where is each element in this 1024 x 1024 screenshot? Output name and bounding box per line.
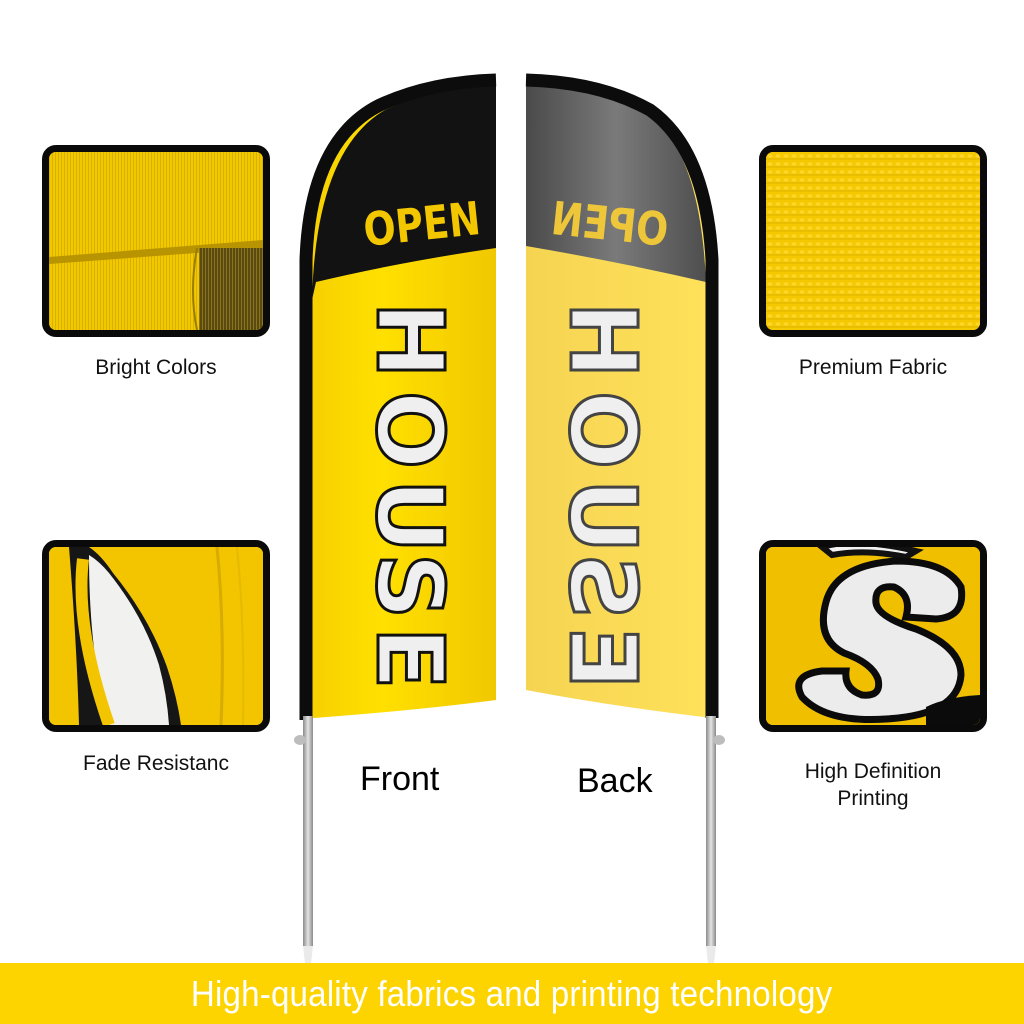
feature-tile-premium-fabric xyxy=(759,145,987,337)
folded-fabric-image xyxy=(49,152,263,330)
feature-label-bright-colors: Bright Colors xyxy=(95,356,217,379)
back-house-letter-e: E xyxy=(549,627,656,690)
front-house-letter-o: O xyxy=(356,391,463,469)
back-house-letter-u: U xyxy=(549,479,656,554)
front-house-letter-u: U xyxy=(356,479,463,554)
back-house-letter-s: S xyxy=(549,553,656,619)
feature-tile-high-definition-printing xyxy=(759,540,987,732)
back-caption: Back xyxy=(577,762,653,800)
fade-fabric-image xyxy=(49,547,263,725)
banner-text: High-quality fabrics and printing techno… xyxy=(191,972,833,1014)
front-house-letter-e: E xyxy=(356,627,463,690)
front-caption: Front xyxy=(360,760,440,798)
back-open-text-mirrored: OPEN xyxy=(549,191,671,257)
feature-label-line-1: High Definition xyxy=(804,760,942,783)
knit-fabric-image xyxy=(766,152,980,330)
front-house-letter-h: H xyxy=(356,302,463,379)
feature-label-high-definition-printing: High Definition Printing xyxy=(759,758,987,813)
front-flag-pole xyxy=(303,716,313,946)
bottom-banner: High-quality fabrics and printing techno… xyxy=(0,963,1024,1024)
front-open-text: OPEN xyxy=(361,191,483,257)
back-flag-pole xyxy=(706,716,716,946)
back-flag: OPEN H O U S E xyxy=(525,73,725,990)
front-flag: OPEN H O U S E xyxy=(294,73,497,990)
feature-label-fade-resistance: Fade Resistanc xyxy=(83,752,229,775)
feature-label-premium-fabric: Premium Fabric xyxy=(798,356,948,379)
back-house-letter-h: H xyxy=(549,302,656,379)
feature-tile-fade-resistance xyxy=(42,540,270,732)
back-house-letter-o: O xyxy=(549,391,656,469)
front-house-letter-s: S xyxy=(356,553,463,619)
printed-s-image xyxy=(766,547,980,725)
feature-label-line-2: Printing xyxy=(837,787,909,811)
feature-tile-bright-colors xyxy=(42,145,270,337)
